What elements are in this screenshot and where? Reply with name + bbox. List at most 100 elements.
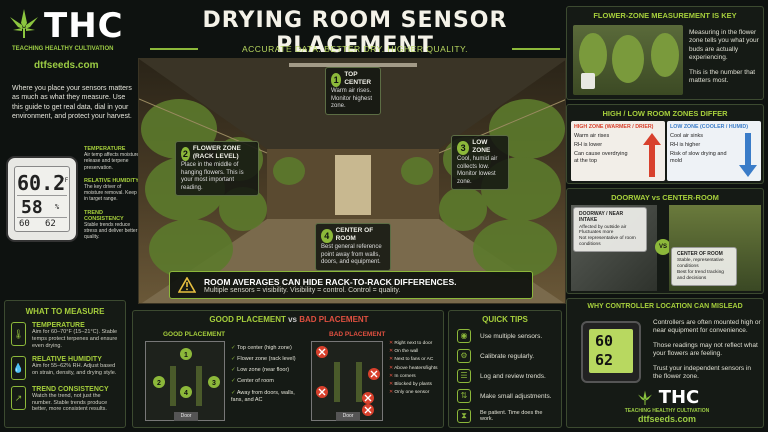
bad-placement-diagram: Door <box>311 341 383 421</box>
page-title: DRYING ROOM SENSOR PLACEMENT <box>202 8 508 58</box>
quick-tips-panel: QUICK TIPS ◉ Use multiple sensors. ⚙Calib… <box>448 310 562 428</box>
low-zone-item: Cool air sinks <box>670 133 704 139</box>
svg-text:3: 3 <box>212 380 216 387</box>
tip-text: Use multiple sensors. <box>480 332 543 340</box>
point-title: FLOWER ZONE (RACK LEVEL) <box>192 145 241 161</box>
point-text: Cool, humid air collects low. Monitor lo… <box>457 156 498 185</box>
warning-text: Multiple sensors = visibility. Visibilit… <box>204 286 401 294</box>
placement-panel: GOOD PLACEMENT vs BAD PLACEMENT GOOD PLA… <box>132 310 444 428</box>
controller-text-3: Trust your independent sensors in the fl… <box>653 364 752 381</box>
cannabis-leaf-icon <box>637 390 652 405</box>
good-item-text: Top center (high zone) <box>237 345 292 351</box>
callout-title: TEMPERATURE <box>84 146 126 152</box>
point-number: 1 <box>331 72 342 87</box>
good-placement-list: ✓ Top center (high zone) ✓ Flower zone (… <box>231 345 303 404</box>
good-item: ✓ Top center (high zone) <box>231 345 292 351</box>
bad-item-text: Blocked by plants <box>394 382 432 388</box>
point-title: TOP CENTER <box>344 71 372 87</box>
good-item: ✓ Low zone (near floor) <box>231 367 290 374</box>
tip-item: ⧗Be patient. Time does the work. <box>457 406 553 426</box>
brand-tagline: TEACHING HEALTHY CULTIVATION <box>12 46 114 52</box>
svg-text:4: 4 <box>184 390 188 397</box>
good-item-text: Low zone (near floor) <box>237 367 290 374</box>
svg-text:2: 2 <box>157 380 161 387</box>
zones-panel: HIGH / LOW ROOM ZONES DIFFER HIGH ZONE (… <box>566 104 764 184</box>
droplet-icon: 💧 <box>11 355 26 380</box>
bad-item-text: On the wall <box>394 349 419 355</box>
controller-device: 60 62 <box>581 321 641 383</box>
tip-text: Log and review trends. <box>480 372 546 380</box>
flower-zone-photo <box>573 25 683 95</box>
controller-screen: 60 62 <box>589 329 633 373</box>
callout-title: RELATIVE HUMIDITY <box>84 177 139 184</box>
callout-temperature: TEMPERATURE Air temp affects moisture re… <box>84 146 140 171</box>
svg-text:1: 1 <box>184 352 188 359</box>
controller-text: Controllers are often mounted high or ne… <box>653 319 761 382</box>
low-zone-item: RH is higher <box>670 142 701 149</box>
flower-zone-title: FLOWER-ZONE MEASUREMENT IS KEY <box>593 11 737 20</box>
bad-item: ✕ Only one sensor <box>389 390 430 396</box>
trend-chart-icon: ↗ <box>11 385 26 410</box>
callout-humidity: RELATIVE HUMIDITY The key driver of mois… <box>84 178 140 203</box>
good-item-text: Away from doors, walls, fans, and AC <box>231 389 295 403</box>
controller-text-1: Controllers are often mounted high or ne… <box>653 319 761 335</box>
measure-item-title: TEMPERATURE <box>32 322 85 329</box>
center-label-title: CENTER OF ROOM <box>677 251 723 257</box>
footer-brand: THC TEACHING HEALTHY CULTIVATION dtfseed… <box>607 387 727 424</box>
trend-reading-b: 62 <box>45 219 56 229</box>
bad-item-text: In corners <box>394 373 416 379</box>
tips-title: QUICK TIPS <box>482 315 528 324</box>
thermometer-icon: 🌡 <box>11 322 26 346</box>
center-item: Stable, representative conditions <box>677 258 724 270</box>
log-icon: ☰ <box>457 369 471 383</box>
brand-website[interactable]: dtfseeds.com <box>34 60 99 71</box>
point-text: Best general reference point away from w… <box>321 244 382 266</box>
doorway-label-box: DOORWAY / NEAR INTAKE Affected by outsid… <box>573 207 647 253</box>
bad-item: ✕ Next to fans or AC <box>389 357 434 363</box>
sensors-icon: ◉ <box>457 329 471 343</box>
measure-item-text: Watch the trend, not just the number. St… <box>32 392 108 413</box>
placement-title-vs: vs <box>288 315 297 324</box>
callout-trend: TREND CONSISTENCY Stable trends reduce s… <box>84 210 140 241</box>
controller-title: WHY CONTROLLER LOCATION CAN MISLEAD <box>587 303 743 310</box>
center-label-box: CENTER OF ROOM Stable, representative co… <box>671 247 737 287</box>
tip-item: ⚙Calibrate regularly. <box>457 346 553 366</box>
center-room-photo: CENTER OF ROOM Stable, representative co… <box>669 205 761 291</box>
bad-item-text: Next to fans or AC <box>394 357 434 363</box>
controller-text-2: Those readings may not reflect what your… <box>653 341 758 358</box>
doorway-item: Fluctuates more <box>579 230 614 236</box>
callout-text: Stable trends reduce stress and deliver … <box>84 221 138 241</box>
humidity-unit: % <box>55 203 60 211</box>
doorway-title: DOORWAY vs CENTER-ROOM <box>611 193 719 202</box>
center-item: Best for trend tracking and decisions <box>677 270 724 282</box>
brand-block: THC TEACHING HEALTHY CULTIVATION dtfseed… <box>6 4 134 71</box>
high-zone-item: RH is lower <box>574 142 603 149</box>
measure-title: WHAT TO MEASURE <box>25 307 105 316</box>
bad-item: ✕ Blocked by plants <box>389 382 432 388</box>
tip-item: ◉ Use multiple sensors. <box>457 326 553 346</box>
footer-website[interactable]: dtfseeds.com <box>637 414 697 424</box>
high-zone-title: HIGH ZONE (WARMER / DRIER) <box>574 124 654 130</box>
flower-zone-text-2: This is the number that matters most. <box>689 68 756 85</box>
tip-item: ⇅Make small adjustments. <box>457 386 553 406</box>
bad-placement-list: ✕ Right next to door ✕ On the wall ✕ Nex… <box>389 341 443 397</box>
flower-zone-text: Measuring in the flower zone tells you w… <box>689 29 761 86</box>
sensor-callouts: TEMPERATURE Air temp affects moisture re… <box>84 146 140 240</box>
good-item: ✓ Flower zone (rack level) <box>231 356 296 363</box>
good-placement-label: GOOD PLACEMENT <box>163 331 226 338</box>
tip-text: Make small adjustments. <box>480 392 552 400</box>
good-item: ✓ Away from doors, walls, fans, and AC <box>231 389 295 403</box>
point-title: LOW ZONE <box>472 139 491 155</box>
bad-item-text: Only one sensor <box>394 390 430 396</box>
doorway-label-title: DOORWAY / NEAR INTAKE <box>579 211 624 224</box>
high-zone-box: HIGH ZONE (WARMER / DRIER) Warm air rise… <box>571 121 665 181</box>
hourglass-icon: ⧗ <box>457 409 471 423</box>
point-text: Place in the middle of hanging flowers. … <box>181 162 244 191</box>
brand-logo-text: THC <box>44 6 124 46</box>
footer-logo-text: THC <box>658 387 700 408</box>
low-zone-box: LOW ZONE (COOLER / HUMID) Cool air sinks… <box>667 121 761 181</box>
bad-item: ✕ On the wall <box>389 349 419 355</box>
